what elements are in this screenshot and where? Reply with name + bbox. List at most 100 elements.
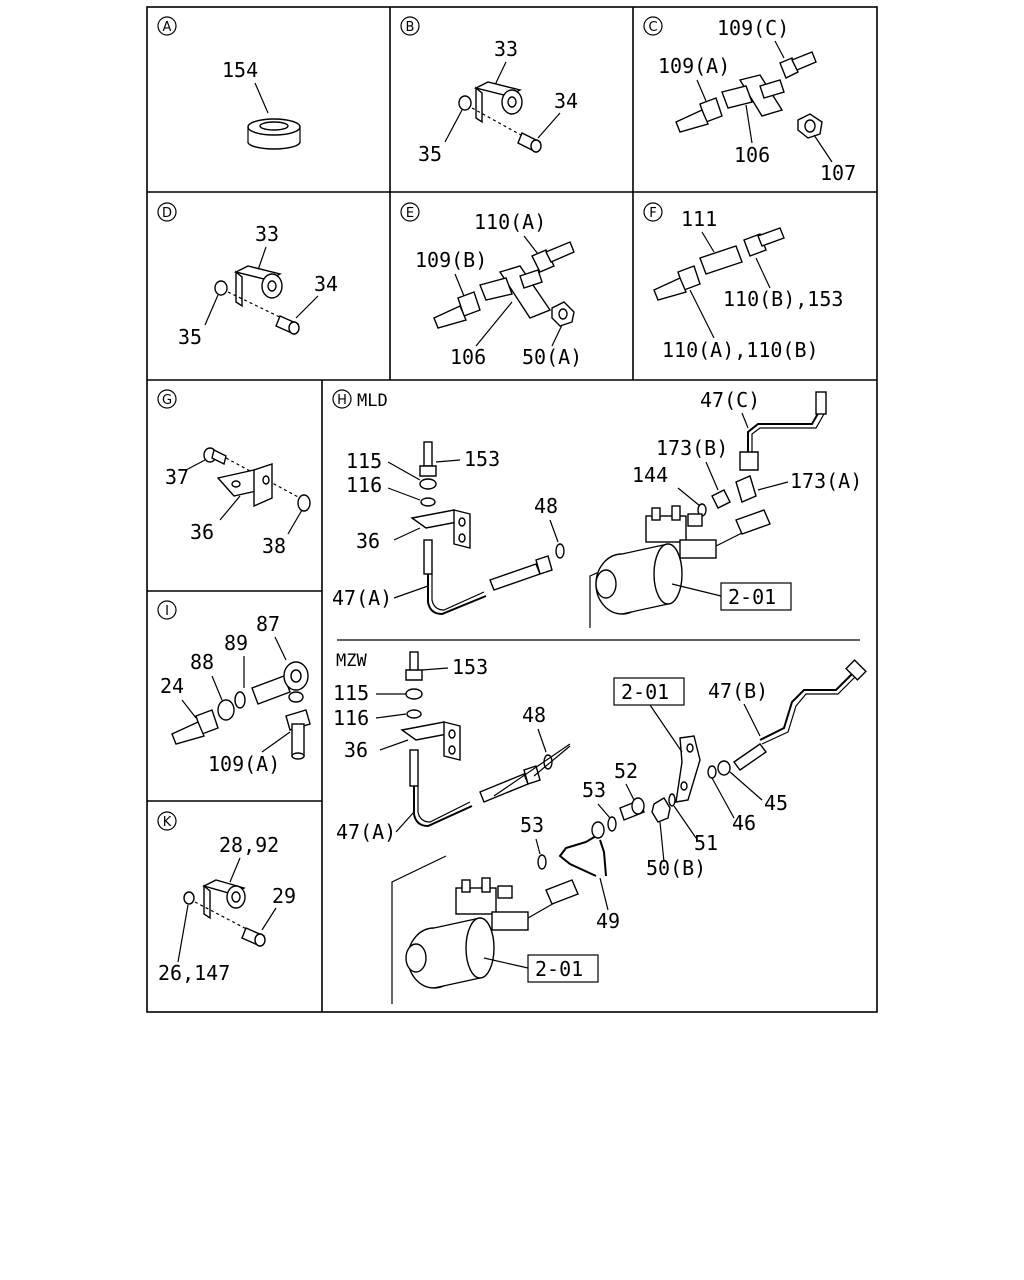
label-51: 51	[694, 831, 718, 855]
label-53-upper: 53	[582, 778, 606, 802]
label-48-mzw: 48	[522, 703, 546, 727]
grommet-154	[247, 118, 301, 150]
panel-letter-e: E	[400, 202, 420, 222]
svg-text:C: C	[648, 20, 657, 35]
panel-h: H MLD 47(C) 115 153 116 36	[332, 388, 862, 628]
label-115-mld: 115	[346, 449, 382, 473]
panel-b: B 33 34 35	[400, 16, 578, 166]
nut-35	[458, 95, 472, 111]
fitting-109c	[779, 51, 817, 79]
nut-38	[297, 494, 311, 512]
label-89: 89	[224, 631, 248, 655]
ref-box-2-01-mld: 2-01	[671, 582, 792, 611]
panel-letter-g: G	[157, 389, 177, 409]
panel-c: C 109(C) 109(A) 106 107	[643, 16, 856, 185]
label-49: 49	[596, 909, 620, 933]
label-153-mld: 153	[464, 447, 500, 471]
svg-text:I: I	[165, 604, 169, 619]
mzw-title: MZW	[336, 651, 367, 671]
label-110a-110b: 110(A),110(B)	[662, 338, 819, 362]
panel-e: E 110(A) 109(B) 106 50(A)	[400, 202, 582, 369]
label-35-d: 35	[178, 325, 202, 349]
fitting-109b	[433, 291, 481, 329]
fitting-109a-i	[285, 709, 311, 760]
label-47c: 47(C)	[700, 388, 760, 412]
svg-text:K: K	[163, 815, 172, 830]
washer-51	[668, 793, 676, 807]
svg-text:D: D	[162, 206, 172, 221]
bolt-34-d	[275, 315, 300, 335]
bolt-29	[241, 927, 266, 947]
nut-115-mzw	[405, 688, 423, 700]
label-115-mzw: 115	[333, 681, 369, 705]
bolt-37	[203, 447, 227, 466]
master-cylinder-mzw	[391, 855, 579, 1004]
bracket-36-mld	[410, 509, 471, 549]
bracket-36-g	[216, 463, 273, 508]
label-173b: 173(B)	[656, 436, 728, 460]
fitting-110b	[743, 227, 785, 257]
bolt-153-mld	[419, 441, 437, 477]
washer-116-mzw	[406, 709, 422, 719]
panel-g: G 37 36 38	[157, 389, 311, 558]
label-52: 52	[614, 759, 638, 783]
washer-53-lower	[537, 854, 547, 870]
panel-f: F 111 110(B),153 110(A),110(B)	[643, 202, 843, 362]
svg-text:2-01: 2-01	[535, 957, 583, 981]
label-33: 33	[494, 37, 518, 61]
nut-107	[797, 113, 823, 139]
label-154: 154	[222, 58, 258, 82]
label-36-g: 36	[190, 520, 214, 544]
label-50a: 50(A)	[522, 345, 582, 369]
label-107: 107	[820, 161, 856, 185]
panel-k: K 28,92 29 26,147	[157, 811, 296, 985]
label-29: 29	[272, 884, 296, 908]
bracket-36-mzw	[400, 721, 461, 761]
nipple-111	[699, 245, 743, 275]
banjo-87	[251, 661, 309, 705]
fitting-109a	[675, 97, 723, 133]
label-48-mld: 48	[534, 494, 558, 518]
fitting-110a-f	[653, 265, 701, 301]
panel-letter-a: A	[157, 16, 177, 36]
washer-48-mld	[555, 543, 565, 559]
label-109c: 109(C)	[717, 16, 789, 40]
label-144: 144	[632, 463, 668, 487]
label-35: 35	[418, 142, 442, 166]
bracket-28	[202, 879, 246, 920]
panel-letter-f: F	[643, 202, 663, 222]
bolt-52	[619, 797, 645, 821]
nut-115-mld	[419, 478, 437, 490]
panel-a: A 154	[157, 16, 301, 150]
washer-88	[217, 699, 235, 721]
svg-text:A: A	[163, 20, 172, 35]
label-109a: 109(A)	[658, 54, 730, 78]
label-111: 111	[681, 207, 717, 231]
washer-53-upper	[607, 816, 617, 832]
nut-26	[183, 891, 195, 905]
nut-45	[717, 760, 731, 776]
panel-letter-d: D	[157, 202, 177, 222]
bolt-34	[517, 132, 542, 153]
pipe-47b	[733, 659, 867, 771]
label-47b: 47(B)	[708, 679, 768, 703]
fitting-24	[171, 709, 219, 745]
panel-d: D 33 34 35	[157, 202, 338, 349]
panel-letter-h: H	[332, 389, 352, 409]
panel-letter-b: B	[400, 16, 420, 36]
mld-title: MLD	[357, 391, 388, 411]
label-173a: 173(A)	[790, 469, 862, 493]
label-34-d: 34	[314, 272, 338, 296]
label-116-mzw: 116	[333, 706, 369, 730]
label-110b-153: 110(B),153	[723, 287, 843, 311]
label-106-e: 106	[450, 345, 486, 369]
pipe-47c	[747, 409, 821, 452]
svg-text:2-01: 2-01	[621, 680, 669, 704]
bolt-153-mzw	[405, 651, 423, 681]
ref-box-2-01-lower: 2-01	[483, 954, 599, 983]
nut-35-d	[214, 280, 228, 296]
ring-89	[234, 691, 246, 709]
svg-text:E: E	[406, 206, 414, 221]
label-24: 24	[160, 674, 184, 698]
label-45: 45	[764, 791, 788, 815]
